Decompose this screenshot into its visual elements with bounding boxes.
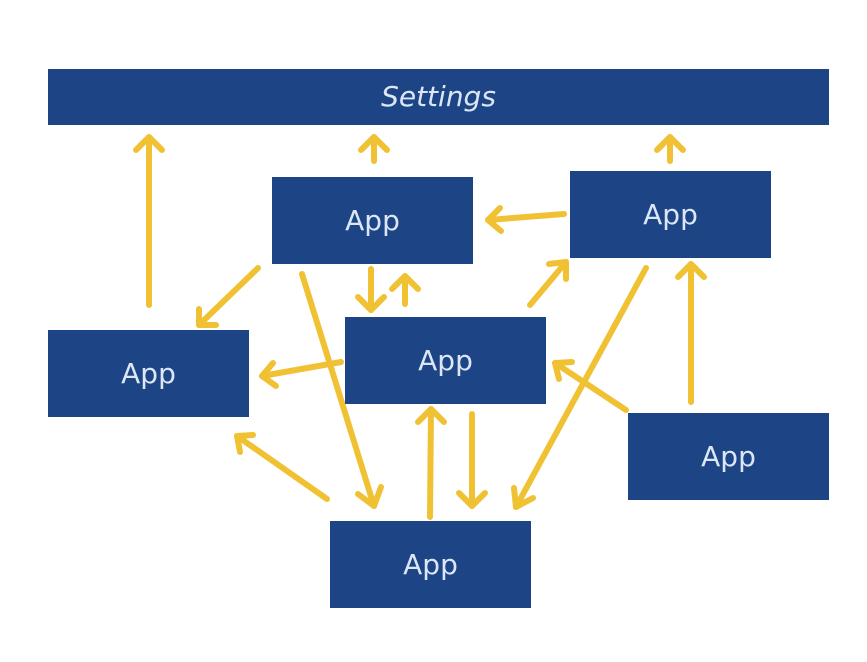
app-label: App xyxy=(121,356,176,390)
arrow-center-to-top-app xyxy=(389,273,421,307)
app-box-left: App xyxy=(48,330,249,417)
arrow-bottom-to-center-app xyxy=(415,406,447,520)
arrow-topright-to-top-app xyxy=(485,205,567,234)
arrow-top-to-left-app xyxy=(196,265,261,328)
settings-label: Settings xyxy=(381,80,496,113)
app-label: App xyxy=(345,203,400,237)
arrow-top-app-to-settings xyxy=(358,134,390,164)
app-box-top-right: App xyxy=(570,171,771,258)
arrow-topright-to-bottom-app xyxy=(511,265,649,510)
arrow-top-to-center-app xyxy=(355,266,387,313)
app-label: App xyxy=(418,343,473,377)
arrow-center-to-bottom-app xyxy=(456,411,488,509)
arrow-center-to-left-app xyxy=(259,359,344,389)
app-box-center: App xyxy=(345,317,546,404)
app-box-right: App xyxy=(628,413,829,500)
app-label: App xyxy=(701,439,756,473)
app-box-bottom: App xyxy=(330,521,531,608)
arrow-right-to-topright-app xyxy=(675,261,707,405)
settings-bar: Settings xyxy=(48,69,829,125)
arrow-left-app-to-settings xyxy=(133,134,165,308)
arrow-topright-app-to-settings xyxy=(654,134,686,164)
arrow-bottom-to-left-app xyxy=(234,432,330,502)
arrow-center-to-topright-app xyxy=(527,259,569,308)
app-box-top: App xyxy=(272,177,473,264)
arrow-right-to-center-app xyxy=(552,359,629,413)
arrow-top-to-bottom-app xyxy=(299,271,384,509)
app-label: App xyxy=(403,547,458,581)
app-label: App xyxy=(643,197,698,231)
